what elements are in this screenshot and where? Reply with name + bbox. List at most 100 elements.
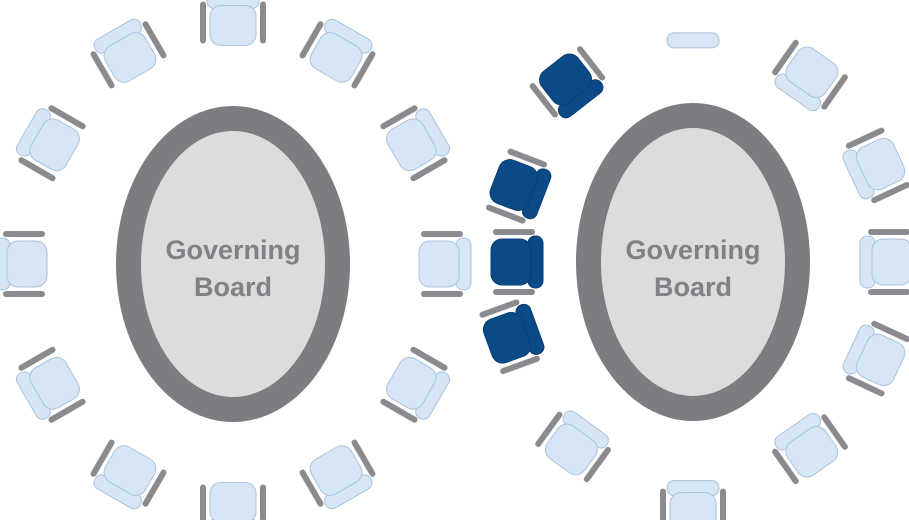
right-chair-1 [666, 32, 720, 49]
right-chair-5-arm-left [845, 375, 885, 397]
left-chair-11 [15, 105, 86, 182]
left-chair-6-arm-right [299, 469, 324, 507]
left-chair-12-arm-left [90, 51, 115, 89]
left-chair-1-arm-left [200, 1, 206, 44]
right-chair-12-occupied-arm-right [529, 83, 558, 118]
right-chair-2 [772, 39, 848, 112]
left-table-group: Governing Board [116, 106, 350, 422]
right-chair-2-arm-left [821, 74, 848, 110]
left-chair-3-arm-right [410, 157, 448, 182]
right-chair-9-occupied [479, 299, 545, 375]
left-chair-6-arm-left [351, 439, 376, 477]
left-chair-2-arm-right [351, 51, 376, 89]
right-table-label-line-1: Governing [625, 235, 760, 265]
right-chair-5-arm-right [871, 320, 909, 343]
left-chair-11-arm-left [18, 157, 56, 182]
right-chair-6-arm-left [772, 448, 799, 485]
left-chair-3-seat [386, 118, 437, 172]
right-chair-10-occupied-seat [490, 238, 532, 286]
left-chair-4-seat [418, 240, 460, 288]
right-chair-8-seat [544, 423, 598, 476]
left-chair-11-arm-right [48, 105, 86, 130]
right-chair-7-arm-left [660, 488, 666, 520]
left-table-label-line-2: Board [194, 272, 272, 302]
right-chair-5-seat [855, 333, 906, 387]
right-chair-11-occupied-seat [489, 159, 538, 211]
right-chair-10-occupied [490, 229, 544, 295]
right-chair-12-occupied-arm-left [576, 46, 606, 81]
left-chair-2-seat [309, 32, 363, 83]
right-chair-8-arm-left [535, 411, 563, 447]
right-chair-4 [859, 229, 909, 295]
right-table-label-line-2: Board [654, 272, 732, 302]
left-chair-7 [200, 482, 266, 520]
left-chair-4 [418, 231, 472, 297]
right-chair-6-seat [785, 425, 839, 478]
right-chair-4-arm-right [868, 229, 909, 235]
right-chair-2-seat [785, 46, 839, 99]
left-chair-8-arm-right [90, 439, 115, 477]
left-chair-12-seat [103, 32, 157, 83]
right-chair-6 [772, 412, 848, 485]
left-chair-10-arm-left [3, 291, 45, 297]
right-chair-11-occupied [485, 148, 552, 224]
left-chair-8-seat [103, 445, 157, 496]
right-chair-7-seat [669, 492, 717, 520]
right-chair-3-arm-left [871, 181, 909, 204]
left-chair-12 [90, 18, 167, 89]
right-table-group: Governing Board [576, 103, 810, 421]
right-chair-4-seat [871, 238, 909, 286]
right-chair-2-arm-right [772, 39, 799, 76]
right-chair-6-arm-right [821, 414, 848, 450]
left-chair-7-seat [209, 482, 257, 520]
right-chair-8-arm-right [583, 447, 611, 483]
left-chair-7-arm-right [200, 484, 206, 520]
left-chair-4-arm-left [421, 231, 463, 237]
right-chair-10-occupied-arm-right [493, 289, 535, 295]
left-chair-11-seat [29, 118, 80, 172]
left-chair-6-seat [309, 445, 363, 496]
left-chair-10-seat [6, 240, 48, 288]
right-chair-7 [660, 480, 726, 520]
left-table-label-line-1: Governing [165, 235, 300, 265]
left-chair-2 [299, 18, 376, 89]
right-chair-11-occupied-arm-left [507, 148, 548, 168]
right-chair-8 [535, 410, 611, 483]
left-chair-3-arm-left [380, 105, 418, 130]
left-chair-9 [15, 346, 86, 423]
right-chair-7-arm-right [720, 488, 726, 520]
left-chair-1-arm-right [260, 1, 266, 44]
left-chair-2-arm-left [299, 21, 324, 59]
left-chair-3 [380, 105, 451, 182]
left-chair-12-arm-right [142, 21, 167, 59]
left-chair-9-arm-right [18, 346, 56, 371]
right-chair-11-occupied-arm-right [485, 204, 526, 224]
left-chair-5-seat [386, 356, 437, 410]
right-chair-9-occupied-arm-right [500, 355, 540, 375]
right-chair-12-occupied-seat [539, 53, 593, 106]
right-table-surface [601, 128, 785, 396]
left-chair-9-arm-left [48, 398, 86, 423]
right-chair-9-occupied-arm-left [479, 299, 520, 318]
left-chair-1-seat [209, 4, 257, 46]
right-chair-5 [842, 320, 909, 397]
left-chair-10 [0, 231, 48, 297]
left-chair-4-arm-right [421, 291, 463, 297]
left-chair-1 [200, 0, 266, 46]
left-chair-7-arm-left [260, 484, 266, 520]
left-chair-5-arm-left [410, 346, 448, 371]
left-chair-8 [90, 439, 167, 510]
left-chair-10-arm-right [3, 231, 45, 237]
right-chair-4-arm-left [868, 289, 909, 295]
right-chair-3-seat [855, 137, 906, 191]
right-chair-9-occupied-seat [482, 311, 532, 364]
left-chair-8-arm-left [142, 469, 167, 507]
left-chair-5-arm-right [380, 398, 418, 423]
right-chair-3-arm-right [845, 127, 885, 149]
right-chair-3 [842, 127, 909, 204]
left-table-surface [141, 131, 325, 397]
left-chair-6 [299, 439, 376, 510]
left-chair-5 [380, 346, 451, 423]
